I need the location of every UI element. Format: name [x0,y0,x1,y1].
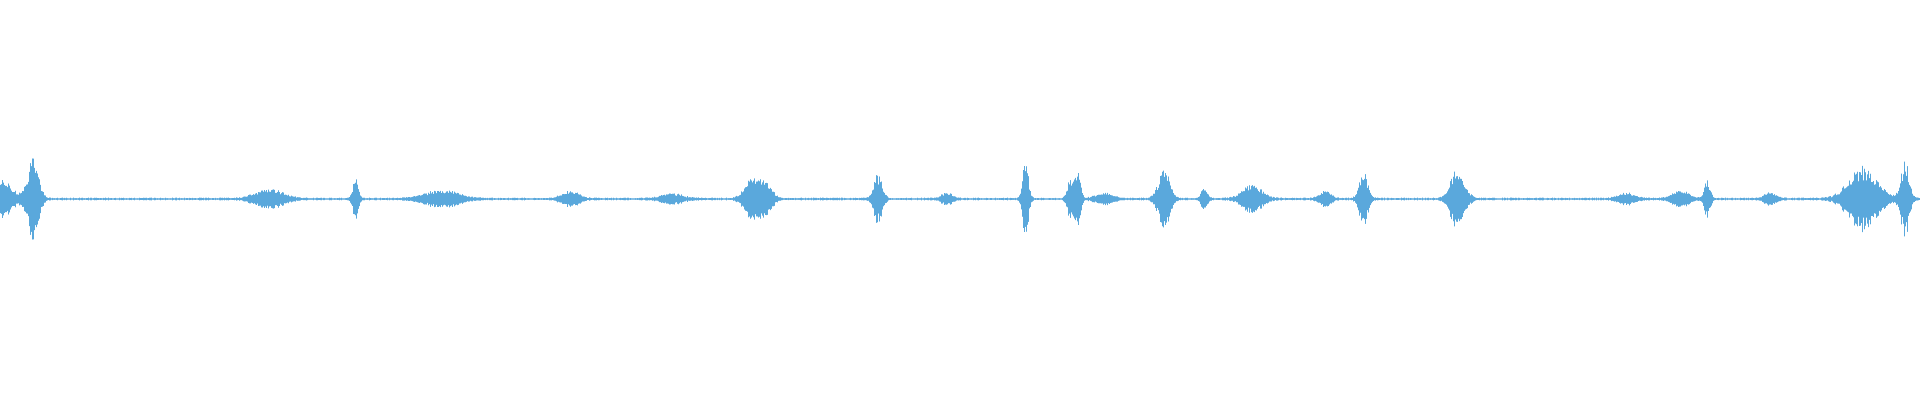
waveform-samples [0,158,1920,240]
waveform-path [0,158,1920,240]
